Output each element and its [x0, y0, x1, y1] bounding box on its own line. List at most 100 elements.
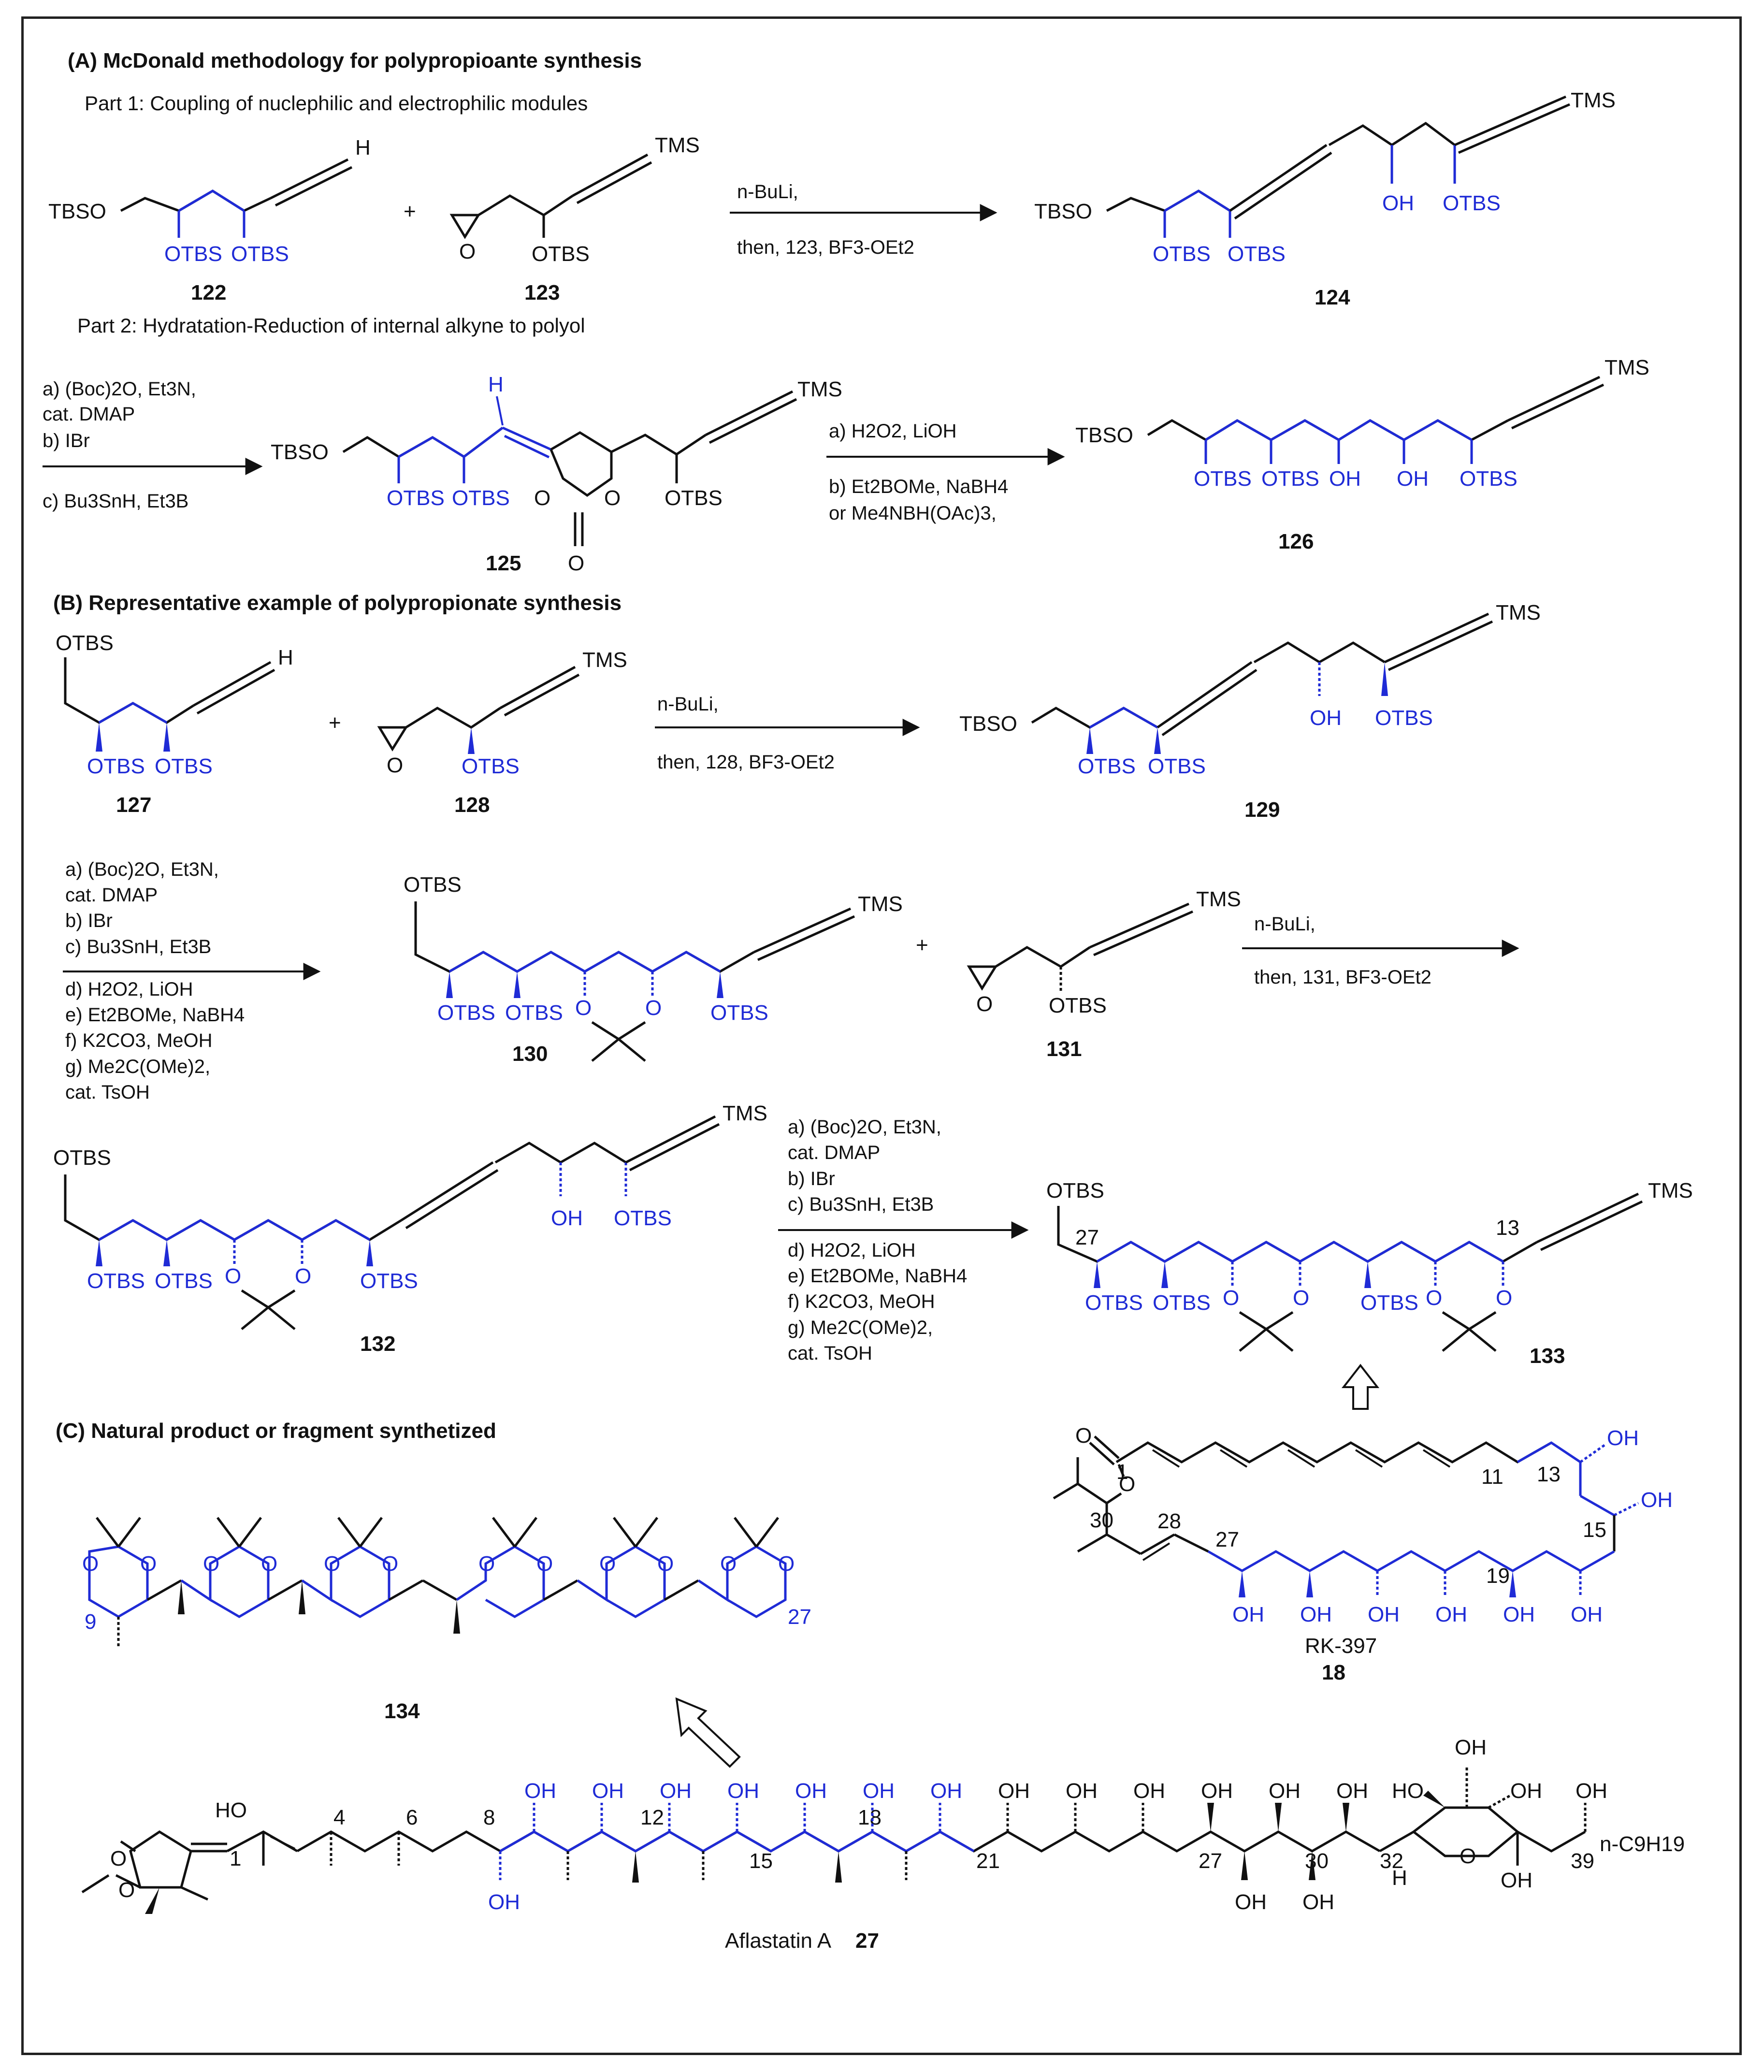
- oh-label: OH: [1607, 1426, 1639, 1450]
- retrosynthesis-arrow: [1341, 1363, 1380, 1410]
- otbs-label: OTBS: [1046, 1179, 1104, 1203]
- oh-label: OH: [488, 1890, 520, 1914]
- figure-frame: [21, 16, 1742, 2055]
- oh-label: OH: [1329, 467, 1361, 491]
- nc9h19-label: n-C9H19: [1600, 1832, 1685, 1856]
- oh-label: OH: [1232, 1603, 1264, 1626]
- compound-number-124: 124: [1315, 286, 1350, 309]
- tms-label: TMS: [1196, 887, 1241, 911]
- o-label: O: [1293, 1286, 1309, 1310]
- oh-label: OH: [1455, 1736, 1487, 1759]
- svg-text:cat. DMAP: cat. DMAP: [788, 1142, 880, 1163]
- otbs-label: OTBS: [231, 242, 289, 266]
- o-label: O: [387, 753, 403, 777]
- otbs-label: OTBS: [1153, 1291, 1211, 1315]
- otbs-label: OTBS: [614, 1206, 672, 1230]
- svg-text:OH: OH: [930, 1779, 962, 1803]
- oh-label: OH: [1641, 1488, 1673, 1512]
- compound-number-127: 127: [116, 793, 151, 817]
- compound-number-126: 126: [1278, 530, 1314, 553]
- reagent-line: then, 131, BF3-OEt2: [1254, 967, 1431, 988]
- otbs-label: OTBS: [155, 754, 213, 778]
- o-label: O: [1119, 1472, 1135, 1496]
- compound-number-123: 123: [524, 281, 560, 304]
- compound-number-128: 128: [454, 793, 490, 817]
- oh-label: OH: [1576, 1779, 1607, 1803]
- reagent-line: a) H2O2, LiOH: [829, 420, 957, 442]
- locant-4: 4: [333, 1806, 345, 1829]
- otbs-label: OTBS: [710, 1001, 768, 1025]
- reagent-block-7: a) (Boc)2O, Et3N, cat. DMAP b) IBr c) Bu…: [788, 1116, 967, 1364]
- otbs-label: OTBS: [1460, 467, 1518, 491]
- o-label: O: [778, 1552, 795, 1576]
- compound-122: TBSO OTBS OTBS H 122: [48, 136, 371, 304]
- o-label: O: [1075, 1424, 1092, 1448]
- otbs-label: OTBS: [532, 242, 590, 266]
- aflastatin-name: Aflastatin A: [725, 1929, 832, 1953]
- o-label: O: [459, 240, 476, 263]
- otbs-label: OTBS: [53, 1146, 111, 1170]
- oh-label: OH: [1302, 1890, 1334, 1914]
- tbso-label: TBSO: [959, 712, 1017, 736]
- otbs-label: OTBS: [452, 486, 510, 510]
- svg-text:OH: OH: [592, 1779, 624, 1803]
- o-label: O: [575, 996, 592, 1020]
- otbs-label: OTBS: [360, 1269, 418, 1293]
- section-a-title: (A) McDonald methodology for polypropioa…: [68, 49, 642, 72]
- locant-21: 21: [976, 1849, 1000, 1873]
- tms-label: TMS: [582, 648, 627, 672]
- locant-13: 13: [1537, 1463, 1561, 1486]
- compound-number-125: 125: [486, 551, 521, 575]
- locant-28: 28: [1157, 1509, 1181, 1533]
- otbs-label: OTBS: [437, 1001, 495, 1025]
- otbs-label: OTBS: [1443, 191, 1501, 215]
- o-label: O: [1223, 1286, 1239, 1310]
- compound-131: O OTBS TMS 131: [967, 887, 1241, 1061]
- plus-sign: +: [329, 711, 341, 735]
- otbs-label: OTBS: [404, 873, 462, 897]
- svg-text:OH: OH: [1336, 1779, 1368, 1803]
- locant-27: 27: [1075, 1226, 1099, 1249]
- o-label: O: [645, 996, 662, 1020]
- compound-number-18: 18: [1322, 1661, 1345, 1684]
- svg-text:c) Bu3SnH, Et3B: c) Bu3SnH, Et3B: [788, 1194, 934, 1215]
- compound-number-134: 134: [384, 1699, 420, 1723]
- o-label: O: [657, 1552, 674, 1576]
- oh-label: OH: [1501, 1869, 1533, 1892]
- compound-129: TBSO OTBS OTBS OH OTBS TMS 129: [959, 601, 1541, 822]
- svg-text:OH: OH: [1201, 1779, 1233, 1803]
- oh-label: OH: [1300, 1603, 1332, 1626]
- o-label: O: [536, 1552, 553, 1576]
- compound-124: TBSO OTBS OTBS OH OTBS TMS 124: [1034, 88, 1616, 309]
- ho-label: HO: [1392, 1779, 1424, 1803]
- oh-label: OH: [1503, 1603, 1535, 1626]
- reagent-line: then, 123, BF3-OEt2: [737, 237, 914, 258]
- locant-1: 1: [230, 1847, 241, 1870]
- o-label: O: [225, 1264, 241, 1288]
- section-a-part1: Part 1: Coupling of nuclephilic and elec…: [85, 92, 588, 115]
- compound-number-131: 131: [1046, 1037, 1082, 1061]
- locant-27: 27: [1215, 1528, 1239, 1551]
- oh-label: OH: [1510, 1779, 1542, 1803]
- locant-6: 6: [406, 1806, 418, 1829]
- o-label: O: [110, 1847, 127, 1870]
- tms-label: TMS: [655, 133, 700, 157]
- compound-125: TBSO OTBS OTBS H O O O OTBS TMS 125: [271, 373, 842, 575]
- svg-text:c) Bu3SnH, Et3B: c) Bu3SnH, Et3B: [65, 936, 211, 957]
- h-label: H: [1392, 1866, 1407, 1890]
- o-label: O: [1460, 1844, 1476, 1868]
- svg-text:OH: OH: [795, 1779, 827, 1803]
- tms-label: TMS: [1648, 1179, 1693, 1203]
- oh-label: OH: [1435, 1603, 1467, 1626]
- o-label: O: [203, 1552, 219, 1576]
- compound-number-129: 129: [1244, 798, 1280, 822]
- svg-text:e) Et2BOMe, NaBH4: e) Et2BOMe, NaBH4: [65, 1004, 245, 1026]
- reagent-line: n-BuLi,: [657, 694, 719, 715]
- locant-12: 12: [640, 1806, 664, 1829]
- o-label: O: [599, 1552, 616, 1576]
- reagent-line: n-BuLi,: [1254, 913, 1316, 935]
- h-label: H: [355, 136, 371, 159]
- compound-123: O OTBS TMS 123: [449, 133, 700, 304]
- reagent-line: c) Bu3SnH, Et3B: [43, 491, 188, 512]
